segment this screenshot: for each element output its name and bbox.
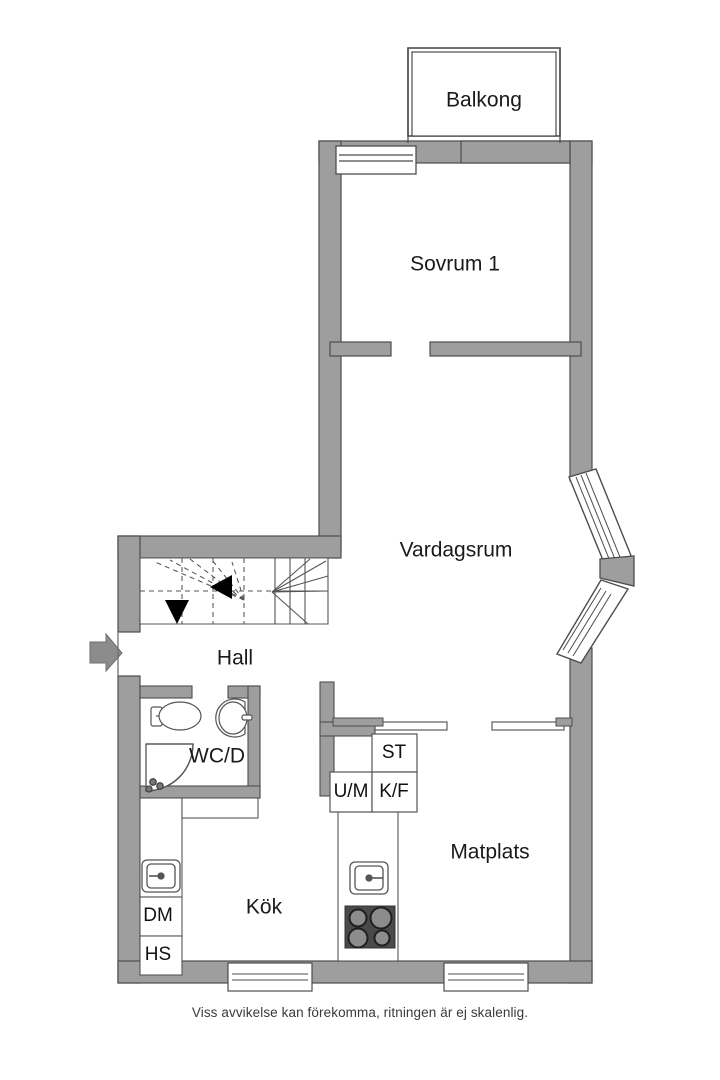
bay-window-pillar: [599, 555, 635, 587]
stair-dashed-winders: [154, 558, 245, 601]
balcony-outline: [407, 47, 561, 137]
room-label-matplats: Matplats: [450, 841, 529, 864]
appliance-label-um: U/M: [334, 781, 369, 802]
bay-window-panel-upper: [568, 468, 633, 571]
sliding-door-panel-left: [332, 717, 448, 731]
toilet-fixture: [150, 701, 202, 731]
disclaimer-note: Viss avvikelse kan förekomma, ritningen …: [191, 1005, 529, 1020]
sliding-door-panel-right: [491, 717, 573, 731]
bay-window-panel-lower: [555, 579, 630, 664]
staircase: [139, 557, 329, 625]
kitchen-sink-icon-left: [141, 859, 181, 893]
stair-arrow-left: [165, 600, 189, 624]
room-label-kok: Kök: [246, 896, 283, 919]
appliance-label-dm: DM: [143, 905, 173, 926]
top-wall-segment: [460, 140, 571, 164]
appliance-label-kf: K/F: [379, 781, 409, 802]
entrance-door-arrow: [89, 632, 123, 673]
washbasin-fixture: [215, 698, 253, 738]
window-bottom-left: [227, 962, 313, 992]
stove-cooktop-icon: [344, 905, 396, 949]
appliance-label-hs: HS: [145, 944, 171, 965]
kitchen-sink-icon-center: [349, 861, 389, 895]
appliance-label-st: ST: [382, 742, 407, 763]
room-label-balkong: Balkong: [446, 89, 522, 112]
stair-winder-fan: [271, 558, 329, 625]
opening-balcony-door-window: [335, 145, 417, 175]
room-label-hall: Hall: [217, 647, 253, 670]
room-label-vardagsrum: Vardagsrum: [400, 539, 513, 562]
room-label-wc-d: WC/D: [189, 745, 245, 768]
bay-window-group: [555, 468, 635, 664]
room-label-sovrum-1: Sovrum 1: [410, 253, 500, 276]
shower-fixture: [145, 743, 194, 793]
stair-arrow-mid: [210, 575, 232, 599]
appliance-boxes: [329, 733, 418, 813]
wc-d-walls: [139, 685, 261, 799]
interior-wall-sovrum-vardagsrum: [329, 341, 582, 357]
window-bottom-right: [443, 962, 529, 992]
